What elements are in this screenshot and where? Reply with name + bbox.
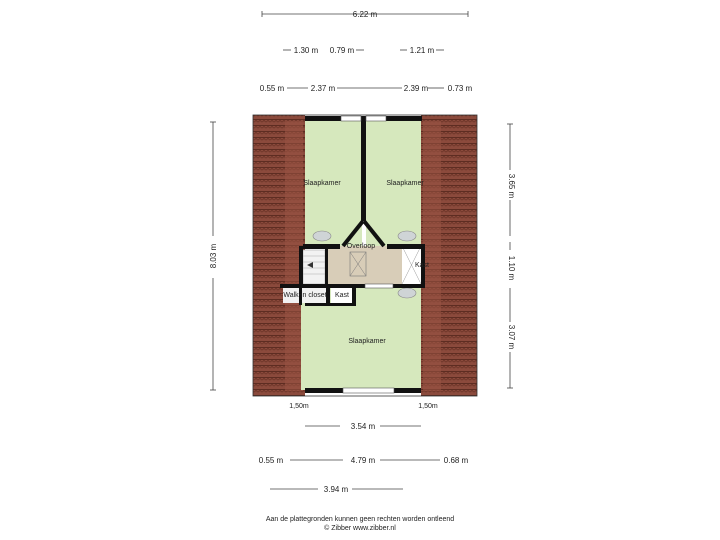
dim-top-row3-c: 2.39 m <box>404 84 429 93</box>
wall-bottom-left <box>305 388 343 393</box>
wall-stairs-side <box>325 246 328 284</box>
dim-top-row3-d: 0.73 m <box>448 84 473 93</box>
wall-closet <box>299 288 302 305</box>
wall-landing-bottom-left <box>280 284 365 288</box>
dim-bottom-row2-a: 0.55 m <box>259 456 284 465</box>
dim-left-total: 8.03 m <box>209 243 218 268</box>
room-labels: Slaapkamer Slaapkamer Overloop Kast Walk… <box>283 180 429 345</box>
label-bedroom-top-right: Slaapkamer <box>386 180 424 187</box>
walk-in-closet-floor <box>283 288 326 303</box>
dim-top-row2-a: 1.30 m <box>294 46 319 55</box>
top-dimensions <box>261 11 469 89</box>
walls <box>280 116 425 393</box>
stair-arrow-icon <box>307 262 313 268</box>
roof-right-inner <box>423 121 441 391</box>
wall-landing-top-right <box>387 244 425 249</box>
dim-bottom-row2-c: 0.68 m <box>444 456 469 465</box>
dim-bottom-row1: 3.54 m <box>351 422 376 431</box>
dim-top-row2-c: 1.21 m <box>410 46 435 55</box>
radiator-icon <box>312 230 332 242</box>
dim-roof-left: 1,50m <box>289 403 309 410</box>
dim-top-row2-b: 0.79 m <box>330 46 355 55</box>
window-top-right <box>365 115 387 122</box>
skylight <box>349 251 367 277</box>
label-landing: Overloop <box>347 243 376 250</box>
wall-landing-top-left <box>303 244 340 249</box>
wall-diagonal-left <box>341 219 365 248</box>
windows <box>340 115 395 394</box>
dim-top-total: 6.22 m <box>353 10 378 19</box>
dim-bottom-row2-b: 4.79 m <box>351 456 376 465</box>
roof-left-inner <box>285 121 303 391</box>
bottom-dimension-labels: 1,50m 1,50m 3.54 m 0.55 m 4.79 m 0.68 m … <box>259 403 469 494</box>
door-opening <box>364 283 394 289</box>
wall-landing-left <box>299 246 303 288</box>
bedroom-top-right-floor <box>366 121 421 246</box>
diagonal-walls <box>341 219 386 248</box>
window-bottom <box>342 387 395 394</box>
stairs <box>302 249 326 285</box>
wall-landing-bottom-right <box>393 284 425 288</box>
landing-floor <box>325 246 402 284</box>
dim-roof-right: 1,50m <box>418 403 438 410</box>
wall-closet-divider <box>352 288 356 305</box>
wall-closet-divider <box>326 288 330 305</box>
wall-closet-bottom <box>305 303 356 306</box>
wall-top-left <box>305 116 341 121</box>
roof <box>252 114 478 397</box>
wall-diagonal-right <box>362 219 386 248</box>
dim-right-b: 1.10 m <box>507 256 516 281</box>
label-bedroom-bottom: Slaapkamer <box>348 338 386 345</box>
radiator-icon <box>397 287 417 299</box>
radiator-icon <box>397 230 417 242</box>
radiators <box>312 230 417 299</box>
wall-landing-right <box>421 246 425 288</box>
bedroom-top-left-floor <box>305 121 362 246</box>
dim-right-c: 3.07 m <box>507 325 516 350</box>
label-walk-in-closet: Walk-in closet <box>283 292 326 299</box>
dim-top-row3-b: 2.37 m <box>311 84 336 93</box>
dim-top-row3-a: 0.55 m <box>260 84 285 93</box>
closet-hatch <box>401 245 422 285</box>
copyright-text: © Zibber www.zibber.nl <box>324 525 396 532</box>
label-bedroom-top-left: Slaapkamer <box>303 180 341 187</box>
skylight-cross <box>349 251 367 277</box>
window-top-left <box>340 115 362 122</box>
dim-right-a: 3.65 m <box>507 174 516 199</box>
bottom-dimensions <box>270 425 440 490</box>
label-closet-right: Kast <box>415 262 429 269</box>
label-closet-small: Kast <box>335 292 349 299</box>
wall-top-right <box>386 116 422 121</box>
wall-bottom-right <box>394 388 421 393</box>
disclaimer-text: Aan de plattegronden kunnen geen rechten… <box>265 516 455 523</box>
roof-outline <box>252 114 478 397</box>
wall-center-divider <box>361 116 366 221</box>
closet-small-floor <box>331 288 353 303</box>
dim-bottom-row3: 3.94 m <box>324 485 349 494</box>
top-dimension-labels: 6.22 m 1.30 m 0.79 m 1.21 m 0.55 m 2.37 … <box>260 10 473 93</box>
side-dimensions <box>210 121 513 391</box>
